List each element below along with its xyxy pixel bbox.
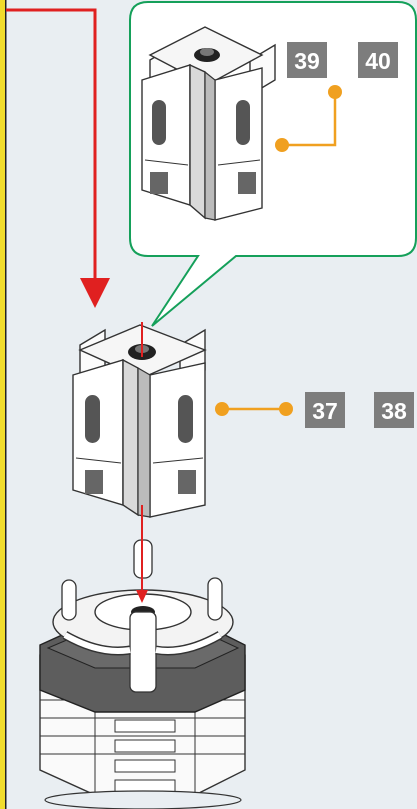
flow-arrow-icon <box>6 8 110 308</box>
svg-text:38: 38 <box>381 398 407 424</box>
callout-connector-icon <box>275 85 342 152</box>
left-margin-line <box>5 0 7 809</box>
callout-pillar-module <box>141 26 276 221</box>
callout-part-badge-1: 39 <box>287 42 327 78</box>
main-connector-icon <box>215 402 293 416</box>
main-pillar-module <box>72 324 207 518</box>
svg-text:40: 40 <box>365 48 391 74</box>
base-assembly <box>39 539 246 809</box>
insertion-arrow-icon <box>136 322 148 603</box>
svg-text:39: 39 <box>294 48 320 74</box>
left-margin-stripe <box>0 0 5 809</box>
svg-text:37: 37 <box>312 398 338 424</box>
callout-part-badge-2: 40 <box>358 42 398 78</box>
main-part-badge-1: 37 <box>305 392 345 428</box>
main-part-badge-2: 38 <box>374 392 414 428</box>
